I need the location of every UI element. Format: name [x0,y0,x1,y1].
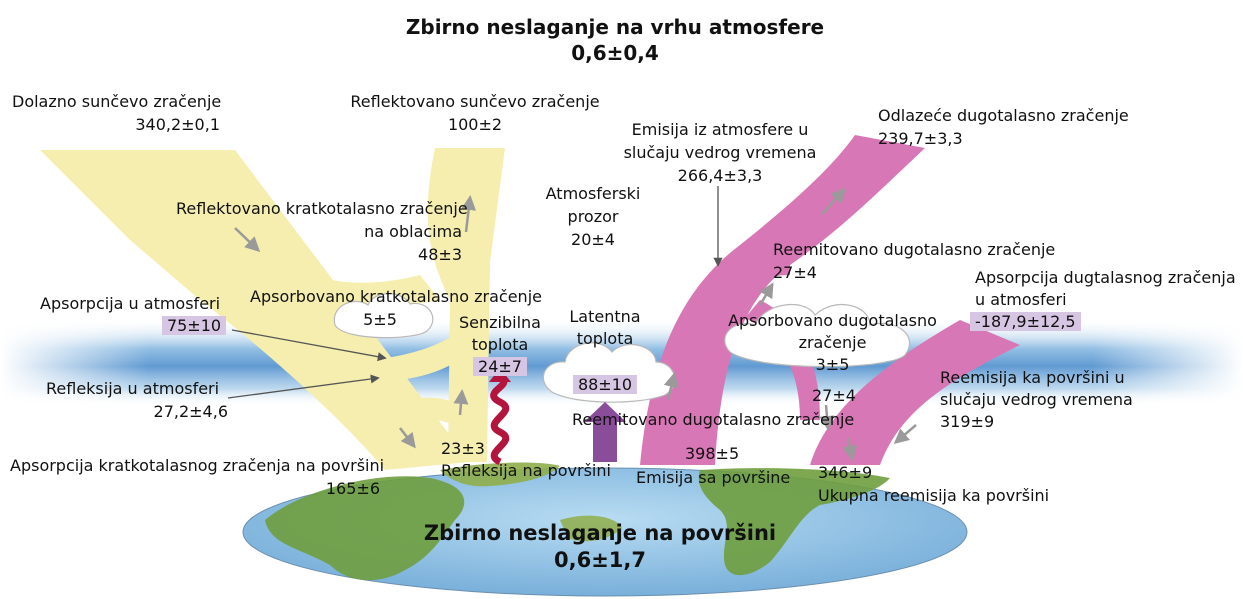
earth [242,462,968,597]
absorbed-longwave-label-1: Apsorbovano dugotalasno [728,311,937,330]
surface-emission-label: Emisija sa površine [636,468,791,487]
clear-sky-back-label-2: slučaju vedrog vremena [940,390,1133,409]
latent-heat-value-box: 88±10 [572,375,638,394]
reemitted-longwave-beam [745,300,820,420]
latent-heat-arrowhead [584,402,626,422]
lw-absorption-atmos-value-box: -187,9±12,5 [970,312,1081,331]
total-back-label: Ukupna reemisija ka površini [818,486,1050,505]
leader-atmos-absorption [231,329,387,362]
arrow-refl-2 [453,389,469,416]
surface-reflection-label: Refleksija na površini [441,461,611,480]
land-americas [698,468,890,576]
reflected-solar-value: 100±2 [447,115,503,134]
incoming-solar-value: 340,2±0,1 [135,115,220,134]
arrow-in-2 [399,427,416,449]
lw-absorption-atmos-label-2: u atmosferi [975,290,1067,309]
longwave-flows [640,135,1020,465]
clear-sky-emission-beam [690,249,790,320]
absorbed-shortwave-value: 5±5 [363,310,397,329]
absorbed-longwave-value: 3±5 [815,355,850,374]
surface-sw-absorption-label: Apsorpcija kratkotalasnog zračenja na po… [10,456,385,475]
arrow-in-1 [234,227,261,253]
arrow-down-1 [819,404,835,431]
latent-heat-value: 88±10 [560,375,650,395]
arrow-refl-1 [461,195,477,233]
sensible-heat-arrow [490,374,510,466]
surface-reflection-branch [410,397,470,432]
cloud-small [333,293,434,339]
surface-emission-value: 398±5 [685,444,740,463]
outgoing-longwave-label: Odlazeće dugotalasno zračenje [878,106,1129,125]
atmos-reflection-value: 27,2±4,6 [153,402,228,421]
reemitted-lower-label: Reemitovano dugotalasno zračenje [572,410,855,429]
top-imbalance-value: 0,6±0,4 [571,41,659,65]
atmos-window-value: 20±4 [571,230,615,249]
cloud-reflected-value: 48±3 [418,245,462,264]
atmos-absorption-value: 75±10 [158,316,230,336]
total-back-value: 346±9 [818,463,873,482]
arrow-out-2 [663,372,679,401]
incoming-solar-label: Dolazno sunčevo zračenje [12,92,222,111]
surface-imbalance-value: 0,6±1,7 [554,548,646,572]
latent-heat-label-1: Latentna [569,307,641,326]
clear-sky-back-label-1: Reemisija ka površini u [940,368,1125,387]
absorbed-shortwave-label: Apsorbovano kratkotalasno zračenje [250,287,542,306]
reflected-solar-beam [427,148,505,462]
cloud-right [724,303,911,368]
arrow-out-3 [758,282,774,306]
clear-sky-emission-value: 266,4±3,3 [677,166,763,185]
lw-absorption-atmos-label-1: Apsorpcija dugtalasnog zračenja [975,268,1236,287]
leader-lines [227,186,723,399]
sensible-heat-value-box: 24±7 [473,357,527,376]
flow-arrows [234,187,917,461]
outgoing-longwave-value: 239,7±3,3 [878,129,963,148]
sensible-heat-label-1: Senzibilna [459,313,541,332]
arrow-back-1 [893,424,917,444]
latent-heat-shaft [593,420,617,462]
surface-imbalance-title: Zbirno neslaganje na površini [423,521,777,545]
surface-sw-absorption-value: 165±6 [325,479,380,498]
reflected-solar-label: Reflektovano sunčevo zračenje [350,92,600,111]
latent-heat-label-2: toplota [576,329,634,348]
land-patch [560,515,622,542]
atmos-window-label-1: Atmosferski [545,184,641,203]
surface-reflection-value: 23±3 [441,439,485,458]
top-imbalance-title: Zbirno neslaganje na vrhu atmosfere [405,15,825,39]
atmos-absorption-value-box: 75±10 [161,316,227,335]
arrow-back-2 [842,437,858,461]
sensible-heat-label-2: toplota [471,335,529,354]
absorbed-longwave-label-2: zračenje [798,333,867,352]
sensible-heat-value: 24±7 [465,357,535,377]
outgoing-longwave-beam [640,135,925,465]
land-europe [440,462,560,487]
reemitted-longwave-label: Reemitovano dugotalasno zračenje [773,240,1056,259]
cloud-reflected-label-1: Reflektovano kratkotalasno zračenje [176,199,468,218]
lw-absorption-atmos-value: -187,9±12,5 [970,312,1081,332]
clear-sky-back-value: 319±9 [940,412,995,431]
cloud-reflection-branch [250,245,440,306]
leader-atmos-reflection [227,374,380,399]
incoming-solar-beam [40,150,470,470]
shortwave-flows [40,148,505,470]
arrow-out-1 [821,187,847,215]
atmos-reflection-label: Refleksija u atmosferi [46,379,220,398]
clear-sky-emission-label-1: Emisija iz atmosfere u [631,120,809,139]
reemitted-longwave-value: 27±4 [773,263,817,282]
clear-sky-emission-label-2: slučaju vedrog vremena [623,143,817,162]
cloud-reflected-label-2: na oblacima [364,222,462,241]
land-africa [265,476,465,581]
mid-value: 27±4 [812,386,856,405]
atmos-reflection-branch [370,320,470,382]
back-radiation-beam [810,320,1020,465]
atmos-absorption-label: Apsorpcija u atmosferi [40,294,221,313]
atmos-window-label-2: prozor [567,207,619,226]
